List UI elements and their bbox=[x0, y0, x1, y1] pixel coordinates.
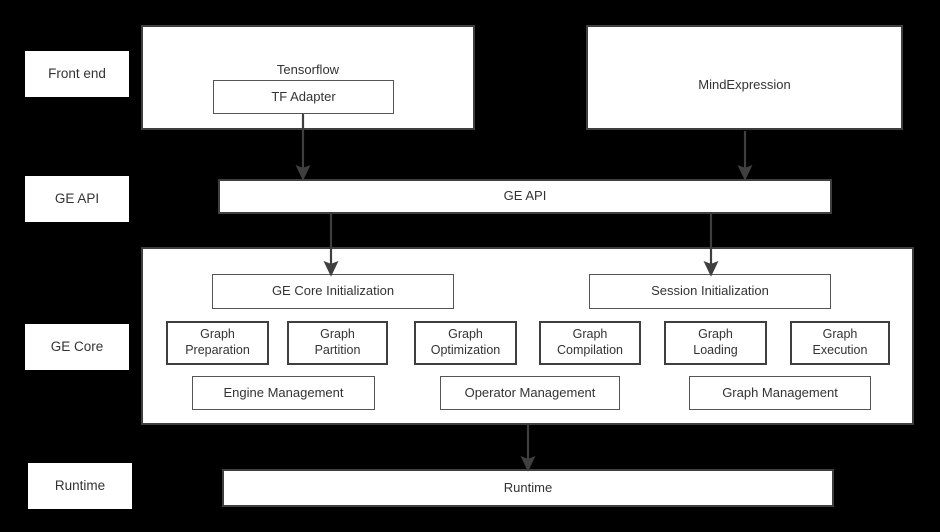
engine-management-box[interactable]: Engine Management bbox=[192, 376, 375, 410]
tensorflow-title: Tensorflow bbox=[276, 62, 340, 77]
mindexpression-group[interactable]: MindExpression bbox=[586, 25, 903, 130]
tf-adapter-box[interactable]: TF Adapter bbox=[213, 80, 394, 114]
runtime-bar[interactable]: Runtime bbox=[222, 469, 834, 507]
operator-management-label: Operator Management bbox=[464, 384, 596, 400]
mindexpression-title: MindExpression bbox=[698, 77, 791, 92]
graph-compilation-line1: Graph bbox=[572, 327, 608, 342]
graph-optimization-line2: Optimization bbox=[430, 343, 501, 357]
session-initialization-box[interactable]: Session Initialization bbox=[589, 274, 831, 309]
layer-label-runtime-text: Runtime bbox=[54, 477, 106, 493]
ge-core-initialization-label: GE Core Initialization bbox=[271, 283, 395, 299]
tensorflow-group[interactable]: Tensorflow bbox=[141, 25, 475, 130]
graph-loading-line2: Loading bbox=[693, 343, 738, 357]
graph-management-box[interactable]: Graph Management bbox=[689, 376, 871, 410]
graph-optimization-line1: Graph bbox=[448, 327, 483, 342]
graph-compilation-box[interactable]: Graph Compilation bbox=[539, 321, 641, 365]
engine-management-label: Engine Management bbox=[223, 384, 344, 400]
layer-label-ge-core-text: GE Core bbox=[50, 338, 104, 354]
graph-partition-line1: Graph bbox=[320, 327, 355, 342]
graph-partition-box[interactable]: Graph Partition bbox=[287, 321, 388, 365]
graph-preparation-line2: Preparation bbox=[185, 343, 250, 357]
graph-loading-box[interactable]: Graph Loading bbox=[664, 321, 767, 365]
session-initialization-label: Session Initialization bbox=[651, 283, 769, 299]
layer-label-ge-api: GE API bbox=[25, 176, 129, 222]
graph-optimization-box[interactable]: Graph Optimization bbox=[414, 321, 517, 365]
layer-label-ge-api-text: GE API bbox=[54, 190, 100, 206]
graph-loading-line1: Graph bbox=[698, 327, 733, 342]
graph-preparation-box[interactable]: Graph Preparation bbox=[166, 321, 269, 365]
ge-api-bar-label: GE API bbox=[503, 188, 547, 204]
graph-execution-line2: Execution bbox=[812, 343, 868, 357]
layer-label-runtime: Runtime bbox=[28, 463, 132, 509]
graph-preparation-line1: Graph bbox=[200, 327, 235, 342]
graph-execution-line1: Graph bbox=[822, 327, 858, 342]
ge-core-initialization-box[interactable]: GE Core Initialization bbox=[212, 274, 454, 309]
layer-label-ge-core: GE Core bbox=[25, 324, 129, 370]
graph-compilation-line2: Compilation bbox=[556, 343, 623, 357]
runtime-bar-label: Runtime bbox=[503, 479, 553, 495]
layer-label-front-end: Front end bbox=[25, 51, 129, 97]
graph-partition-line2: Partition bbox=[314, 343, 361, 357]
ge-api-bar[interactable]: GE API bbox=[218, 179, 832, 214]
layer-label-front-end-text: Front end bbox=[48, 65, 106, 81]
graph-execution-box[interactable]: Graph Execution bbox=[790, 321, 890, 365]
tf-adapter-label: TF Adapter bbox=[271, 88, 336, 104]
graph-management-label: Graph Management bbox=[722, 384, 838, 400]
operator-management-box[interactable]: Operator Management bbox=[440, 376, 620, 410]
